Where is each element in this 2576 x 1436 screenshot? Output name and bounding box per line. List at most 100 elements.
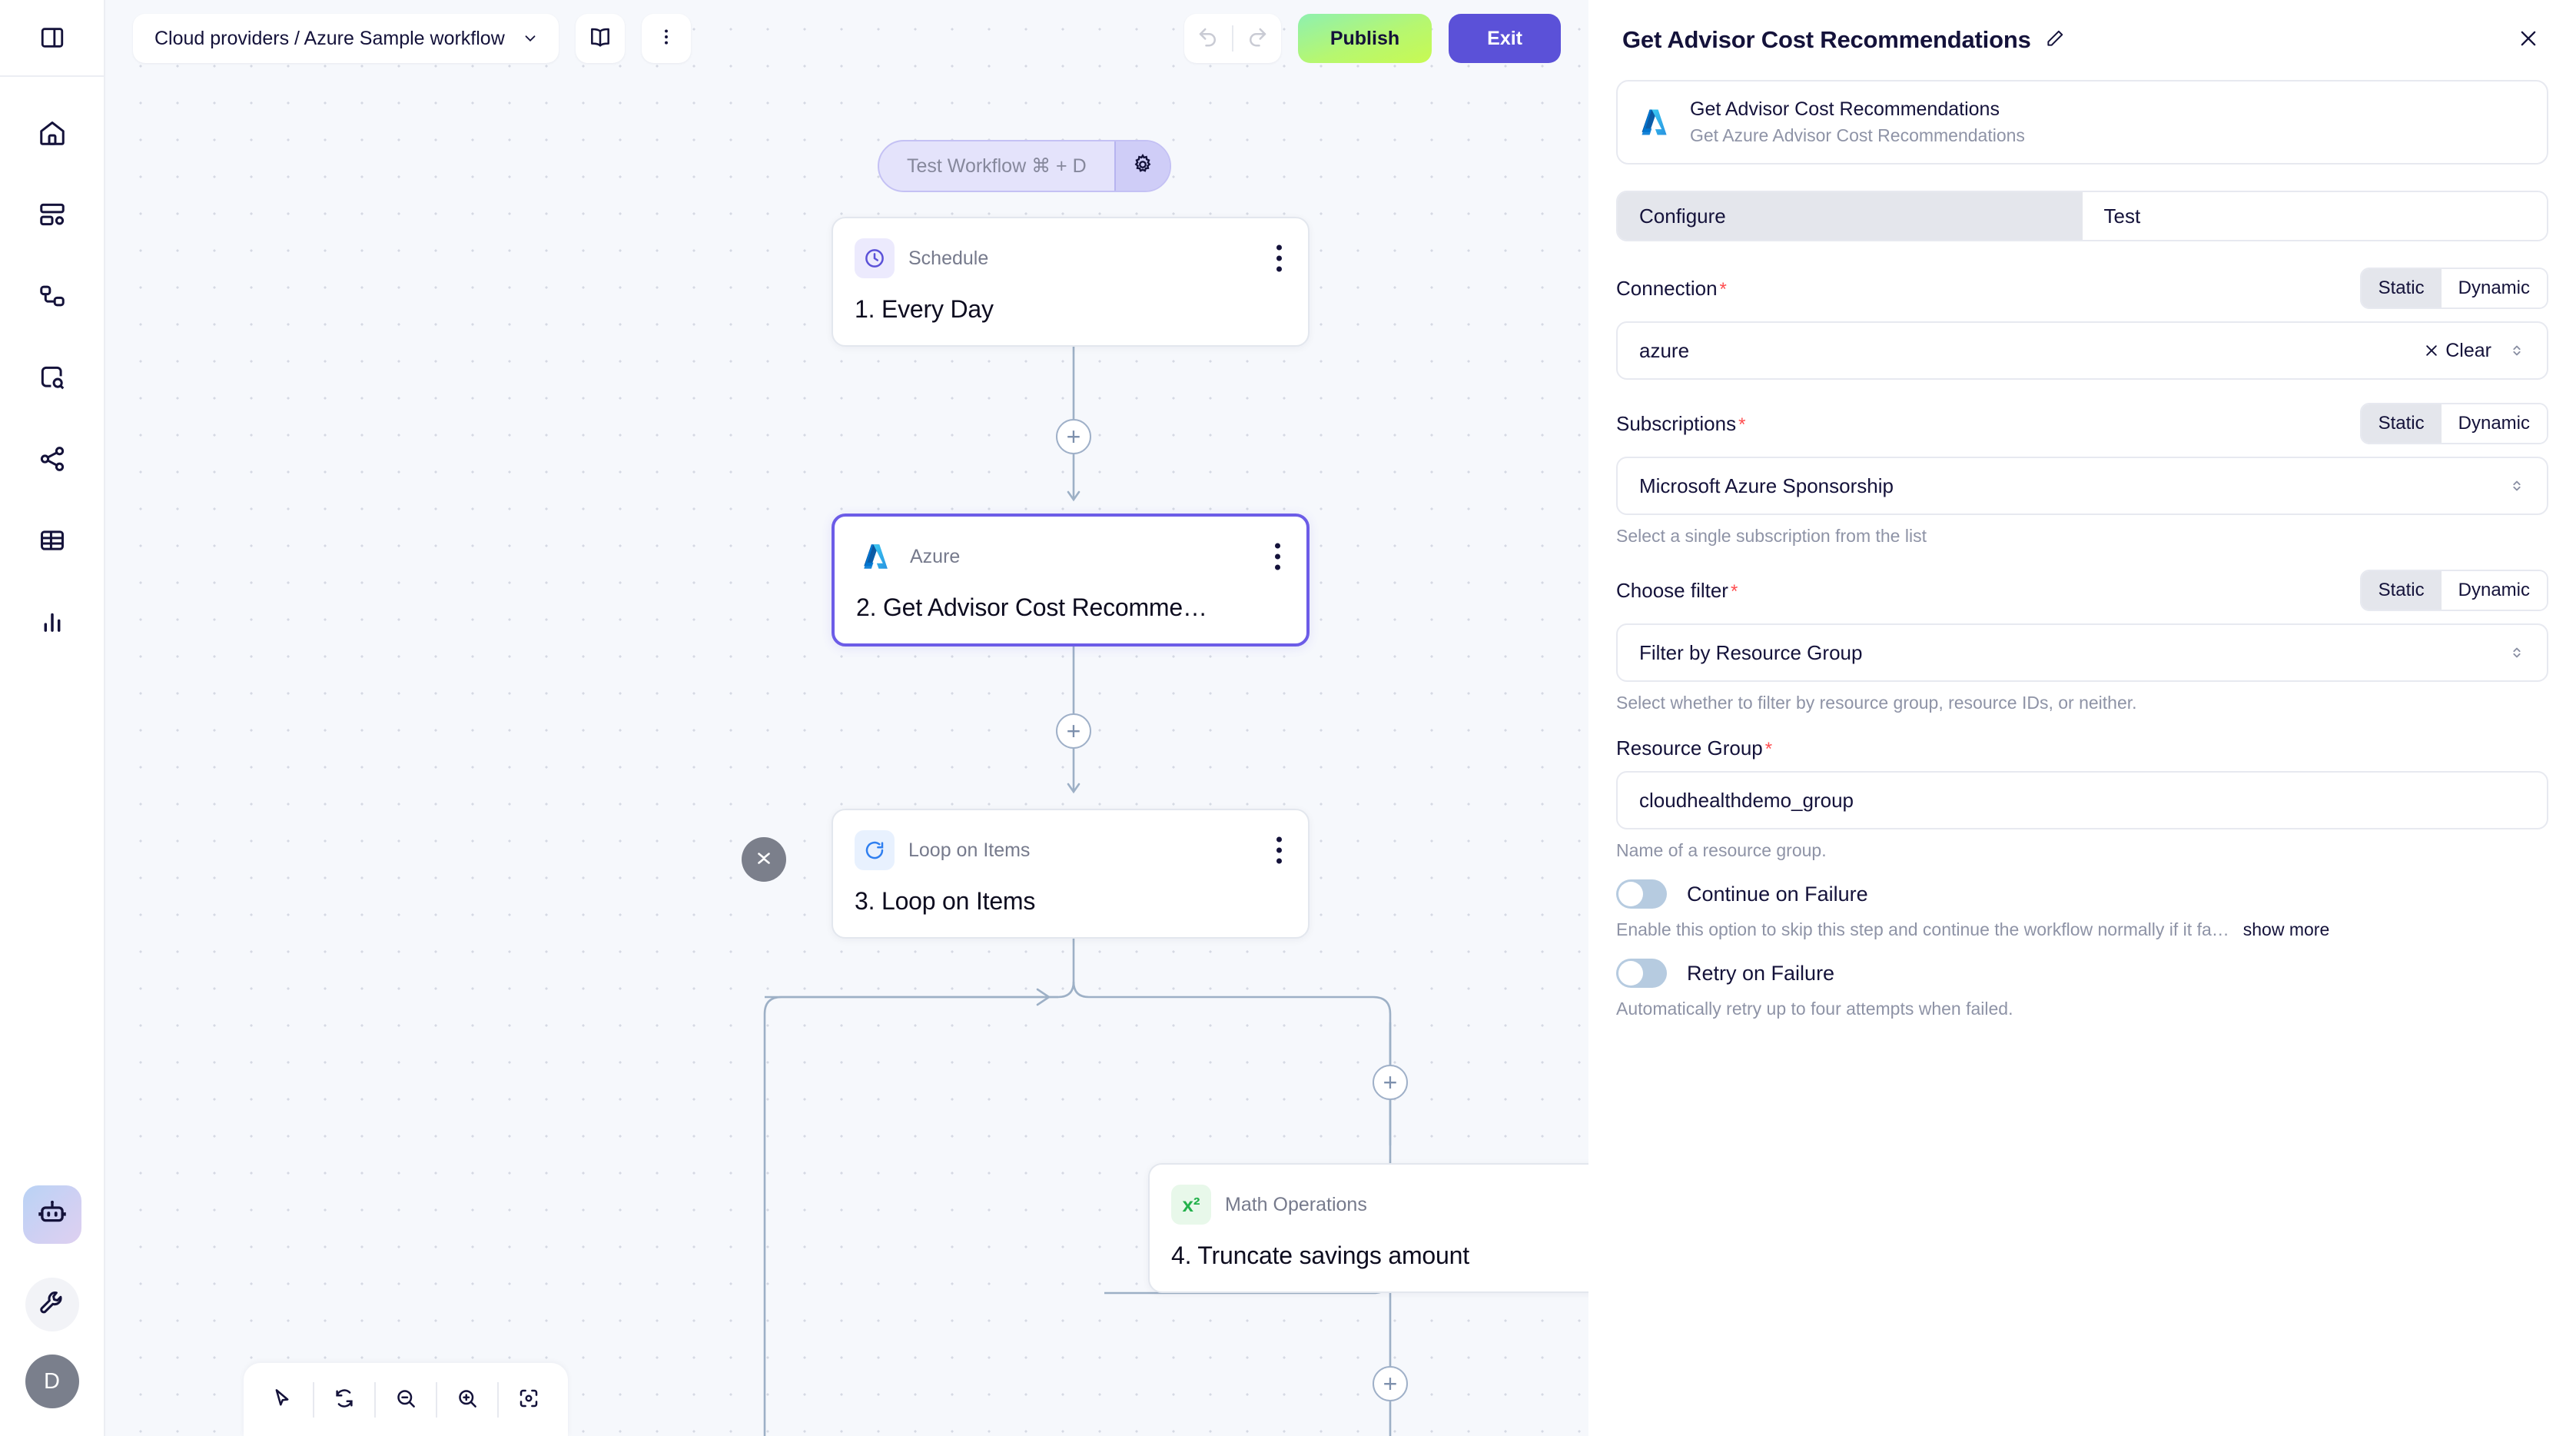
clear-label: Clear (2445, 339, 2491, 361)
add-step-button-1[interactable]: + (1056, 419, 1091, 454)
sidebar-item-dashboards[interactable] (24, 188, 81, 244)
left-nav-rail: D (0, 0, 105, 1436)
sidebar-item-integrations[interactable] (24, 432, 81, 489)
chevron-up-down-icon[interactable] (2508, 342, 2525, 359)
sidebar-item-explorer[interactable] (24, 351, 81, 407)
seg-dynamic[interactable]: Dynamic (2441, 404, 2547, 443)
docs-button[interactable] (575, 14, 625, 63)
chevron-up-down-icon[interactable] (2508, 644, 2525, 661)
publish-button[interactable]: Publish (1297, 14, 1432, 63)
divider (313, 1382, 314, 1418)
magnifier-plus-icon (456, 1387, 479, 1414)
workflow-canvas[interactable]: Cloud providers / Azure Sample workflow (105, 0, 1588, 1436)
clear-connection-button[interactable]: Clear (2424, 340, 2491, 362)
retry-on-failure-toggle[interactable] (1616, 959, 1667, 988)
test-settings-button[interactable] (1114, 141, 1170, 191)
chevron-up-down-icon[interactable] (2508, 477, 2525, 494)
continue-on-failure-toggle[interactable] (1616, 879, 1667, 909)
node-header: Schedule (855, 238, 1286, 278)
description-row: Enable this option to skip this step and… (1616, 919, 2548, 940)
node-type-label: Schedule (908, 247, 989, 269)
subscriptions-select[interactable]: Microsoft Azure Sponsorship (1616, 457, 2548, 515)
bar-chart-icon (38, 607, 67, 640)
resource-group-value: cloudhealthdemo_group (1639, 788, 1854, 812)
add-step-button-2[interactable]: + (1056, 713, 1091, 749)
workflow-node-azure[interactable]: Azure 2. Get Advisor Cost Recomme… (832, 514, 1310, 647)
zoom-out-button[interactable] (376, 1372, 436, 1428)
seg-static[interactable]: Static (2361, 404, 2442, 443)
pointer-tool-button[interactable] (253, 1372, 313, 1428)
exit-button[interactable]: Exit (1449, 14, 1561, 63)
collapse-loop-button[interactable] (742, 837, 786, 882)
retry-on-failure-label: Retry on Failure (1687, 961, 1835, 985)
reset-view-button[interactable] (314, 1372, 374, 1428)
node-title: 1. Every Day (855, 295, 994, 323)
redo-button[interactable] (1233, 14, 1281, 63)
sidebar-item-tables[interactable] (24, 514, 81, 570)
panel-body: Connection* Static Dynamic azure Clear (1616, 268, 2548, 1436)
field-connection: Connection* Static Dynamic azure Clear (1616, 268, 2548, 380)
sidebar-panel-toggle-icon[interactable] (29, 15, 75, 61)
field-choose-filter: Choose filter* Static Dynamic Filter by … (1616, 570, 2548, 713)
tab-configure[interactable]: Configure (1618, 192, 2083, 240)
node-menu-button[interactable] (1270, 539, 1285, 575)
sidebar-item-home[interactable] (24, 106, 81, 163)
rename-button[interactable] (2045, 28, 2065, 52)
fit-view-button[interactable] (499, 1372, 559, 1428)
sidebar-toggle-row (0, 0, 104, 77)
sidebar-item-assistant[interactable] (22, 1185, 81, 1244)
subscriptions-value: Microsoft Azure Sponsorship (1639, 474, 1894, 497)
field-header: Choose filter* Static Dynamic (1616, 570, 2548, 611)
undo-redo-group (1183, 14, 1281, 63)
node-config-panel: Get Advisor Cost Recommendations (1588, 0, 2576, 1436)
divider (1231, 25, 1233, 52)
required-marker: * (1719, 278, 1727, 300)
connection-select[interactable]: azure Clear (1616, 321, 2548, 380)
close-panel-button[interactable] (2508, 20, 2548, 60)
node-title: 4. Truncate savings amount (1171, 1242, 1469, 1269)
zoom-in-button[interactable] (437, 1372, 497, 1428)
undo-button[interactable] (1184, 14, 1232, 63)
workflow-breadcrumb-select[interactable]: Cloud providers / Azure Sample workflow (133, 14, 559, 63)
focus-target-icon (517, 1387, 540, 1414)
seg-dynamic[interactable]: Dynamic (2441, 571, 2547, 610)
show-more-button[interactable]: show more (2242, 919, 2330, 939)
operation-card: Get Advisor Cost Recommendations Get Azu… (1616, 80, 2548, 165)
breadcrumb: Cloud providers / Azure Sample workflow (154, 27, 505, 49)
field-resource-group: Resource Group* cloudhealthdemo_group Na… (1616, 736, 2548, 861)
node-header: Azure (856, 537, 1285, 577)
tab-test[interactable]: Test (2082, 192, 2547, 240)
pencil-icon (2045, 28, 2065, 52)
label-text: Choose filter (1616, 578, 1728, 602)
sidebar-item-tools[interactable] (25, 1278, 79, 1331)
seg-static[interactable]: Static (2361, 269, 2442, 307)
choose-filter-value: Filter by Resource Group (1639, 640, 1863, 664)
add-step-button-4[interactable]: + (1373, 1366, 1408, 1401)
undo-arrow-icon (1197, 25, 1220, 52)
book-icon (588, 25, 612, 53)
more-vertical-icon (656, 27, 676, 51)
sidebar-item-workflows[interactable] (24, 269, 81, 326)
close-x-icon (2518, 28, 2539, 53)
avatar[interactable]: D (25, 1355, 79, 1408)
table-grid-icon (38, 526, 67, 559)
dashboard-settings-icon (38, 200, 67, 233)
seg-dynamic[interactable]: Dynamic (2441, 269, 2547, 307)
description-row: Automatically retry up to four attempts … (1616, 999, 2548, 1019)
retry-on-failure-description: Automatically retry up to four attempts … (1616, 999, 2013, 1019)
node-menu-button[interactable] (1272, 241, 1286, 277)
choose-filter-select[interactable]: Filter by Resource Group (1616, 623, 2548, 682)
sidebar-item-reports[interactable] (24, 595, 81, 652)
test-workflow-button[interactable]: Test Workflow ⌘ + D (907, 155, 1087, 177)
workflow-more-menu-button[interactable] (641, 14, 691, 63)
node-menu-button[interactable] (1272, 833, 1286, 869)
workflow-node-schedule[interactable]: Schedule 1. Every Day (832, 217, 1310, 347)
workflow-node-loop[interactable]: Loop on Items 3. Loop on Items (832, 809, 1310, 939)
seg-static[interactable]: Static (2361, 571, 2442, 610)
resource-group-input[interactable]: cloudhealthdemo_group (1616, 771, 2548, 829)
field-header: Connection* Static Dynamic (1616, 268, 2548, 309)
label-text: Resource Group (1616, 736, 1763, 760)
add-step-button-3[interactable]: + (1373, 1065, 1408, 1100)
refresh-cycle-icon (333, 1387, 356, 1414)
workflow-node-math[interactable]: x² Math Operations 4. Truncate savings a… (1148, 1163, 1588, 1293)
